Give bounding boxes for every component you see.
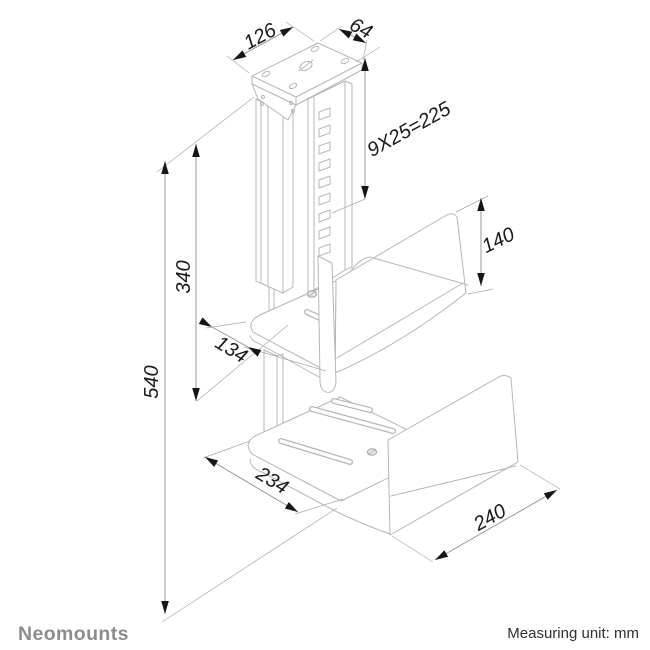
- dimension-label: 340: [173, 260, 195, 293]
- dimension-label: 240: [469, 500, 510, 536]
- outer-column: [255, 98, 294, 317]
- lower-column-strip: [317, 255, 337, 393]
- arrowhead: [161, 601, 169, 614]
- dimension-label: 126: [240, 19, 281, 55]
- arrowhead: [233, 50, 247, 60]
- arrowhead: [161, 161, 169, 174]
- arrowhead: [477, 198, 485, 211]
- column-slots: [318, 107, 331, 257]
- arrowhead: [361, 58, 369, 71]
- arrowhead: [198, 317, 212, 327]
- arrowhead: [205, 457, 219, 467]
- plate-fold-flange: [251, 83, 297, 121]
- measuring-unit-note: Measuring unit: mm: [507, 625, 639, 642]
- upper-bracket: [249, 213, 469, 382]
- arrowhead: [279, 27, 293, 37]
- dimension-label: 64: [346, 14, 376, 44]
- arrowhead: [543, 490, 557, 500]
- upper-bracket-shelf: [250, 280, 337, 374]
- dimension-label: 134: [211, 332, 251, 368]
- dimension-label: 540: [141, 365, 163, 398]
- dimension-label: 9X25=225: [364, 97, 456, 161]
- inner-column: [307, 80, 353, 294]
- plate-holes: [260, 45, 350, 113]
- dimension-label: 140: [479, 223, 519, 257]
- lower-bracket-base: [247, 396, 448, 535]
- arrowhead: [435, 550, 449, 560]
- brand-logo-text: Neomounts: [18, 623, 129, 645]
- upper-bracket-wall: [334, 213, 467, 374]
- dimension-140: 140: [455, 195, 519, 295]
- dimension-340: 340: [156, 96, 289, 402]
- lower-bracket-wall: [387, 375, 519, 536]
- arrowhead: [352, 33, 366, 43]
- arrowhead: [248, 347, 262, 357]
- dimension-540: 540: [141, 161, 338, 623]
- dimension-9x25: 9X25=225: [331, 46, 456, 214]
- arrowhead: [284, 502, 298, 512]
- arrowhead: [192, 388, 200, 401]
- arrowhead: [477, 273, 485, 286]
- arrowhead: [192, 144, 200, 157]
- arrowhead: [361, 186, 369, 199]
- arrowhead: [339, 29, 353, 39]
